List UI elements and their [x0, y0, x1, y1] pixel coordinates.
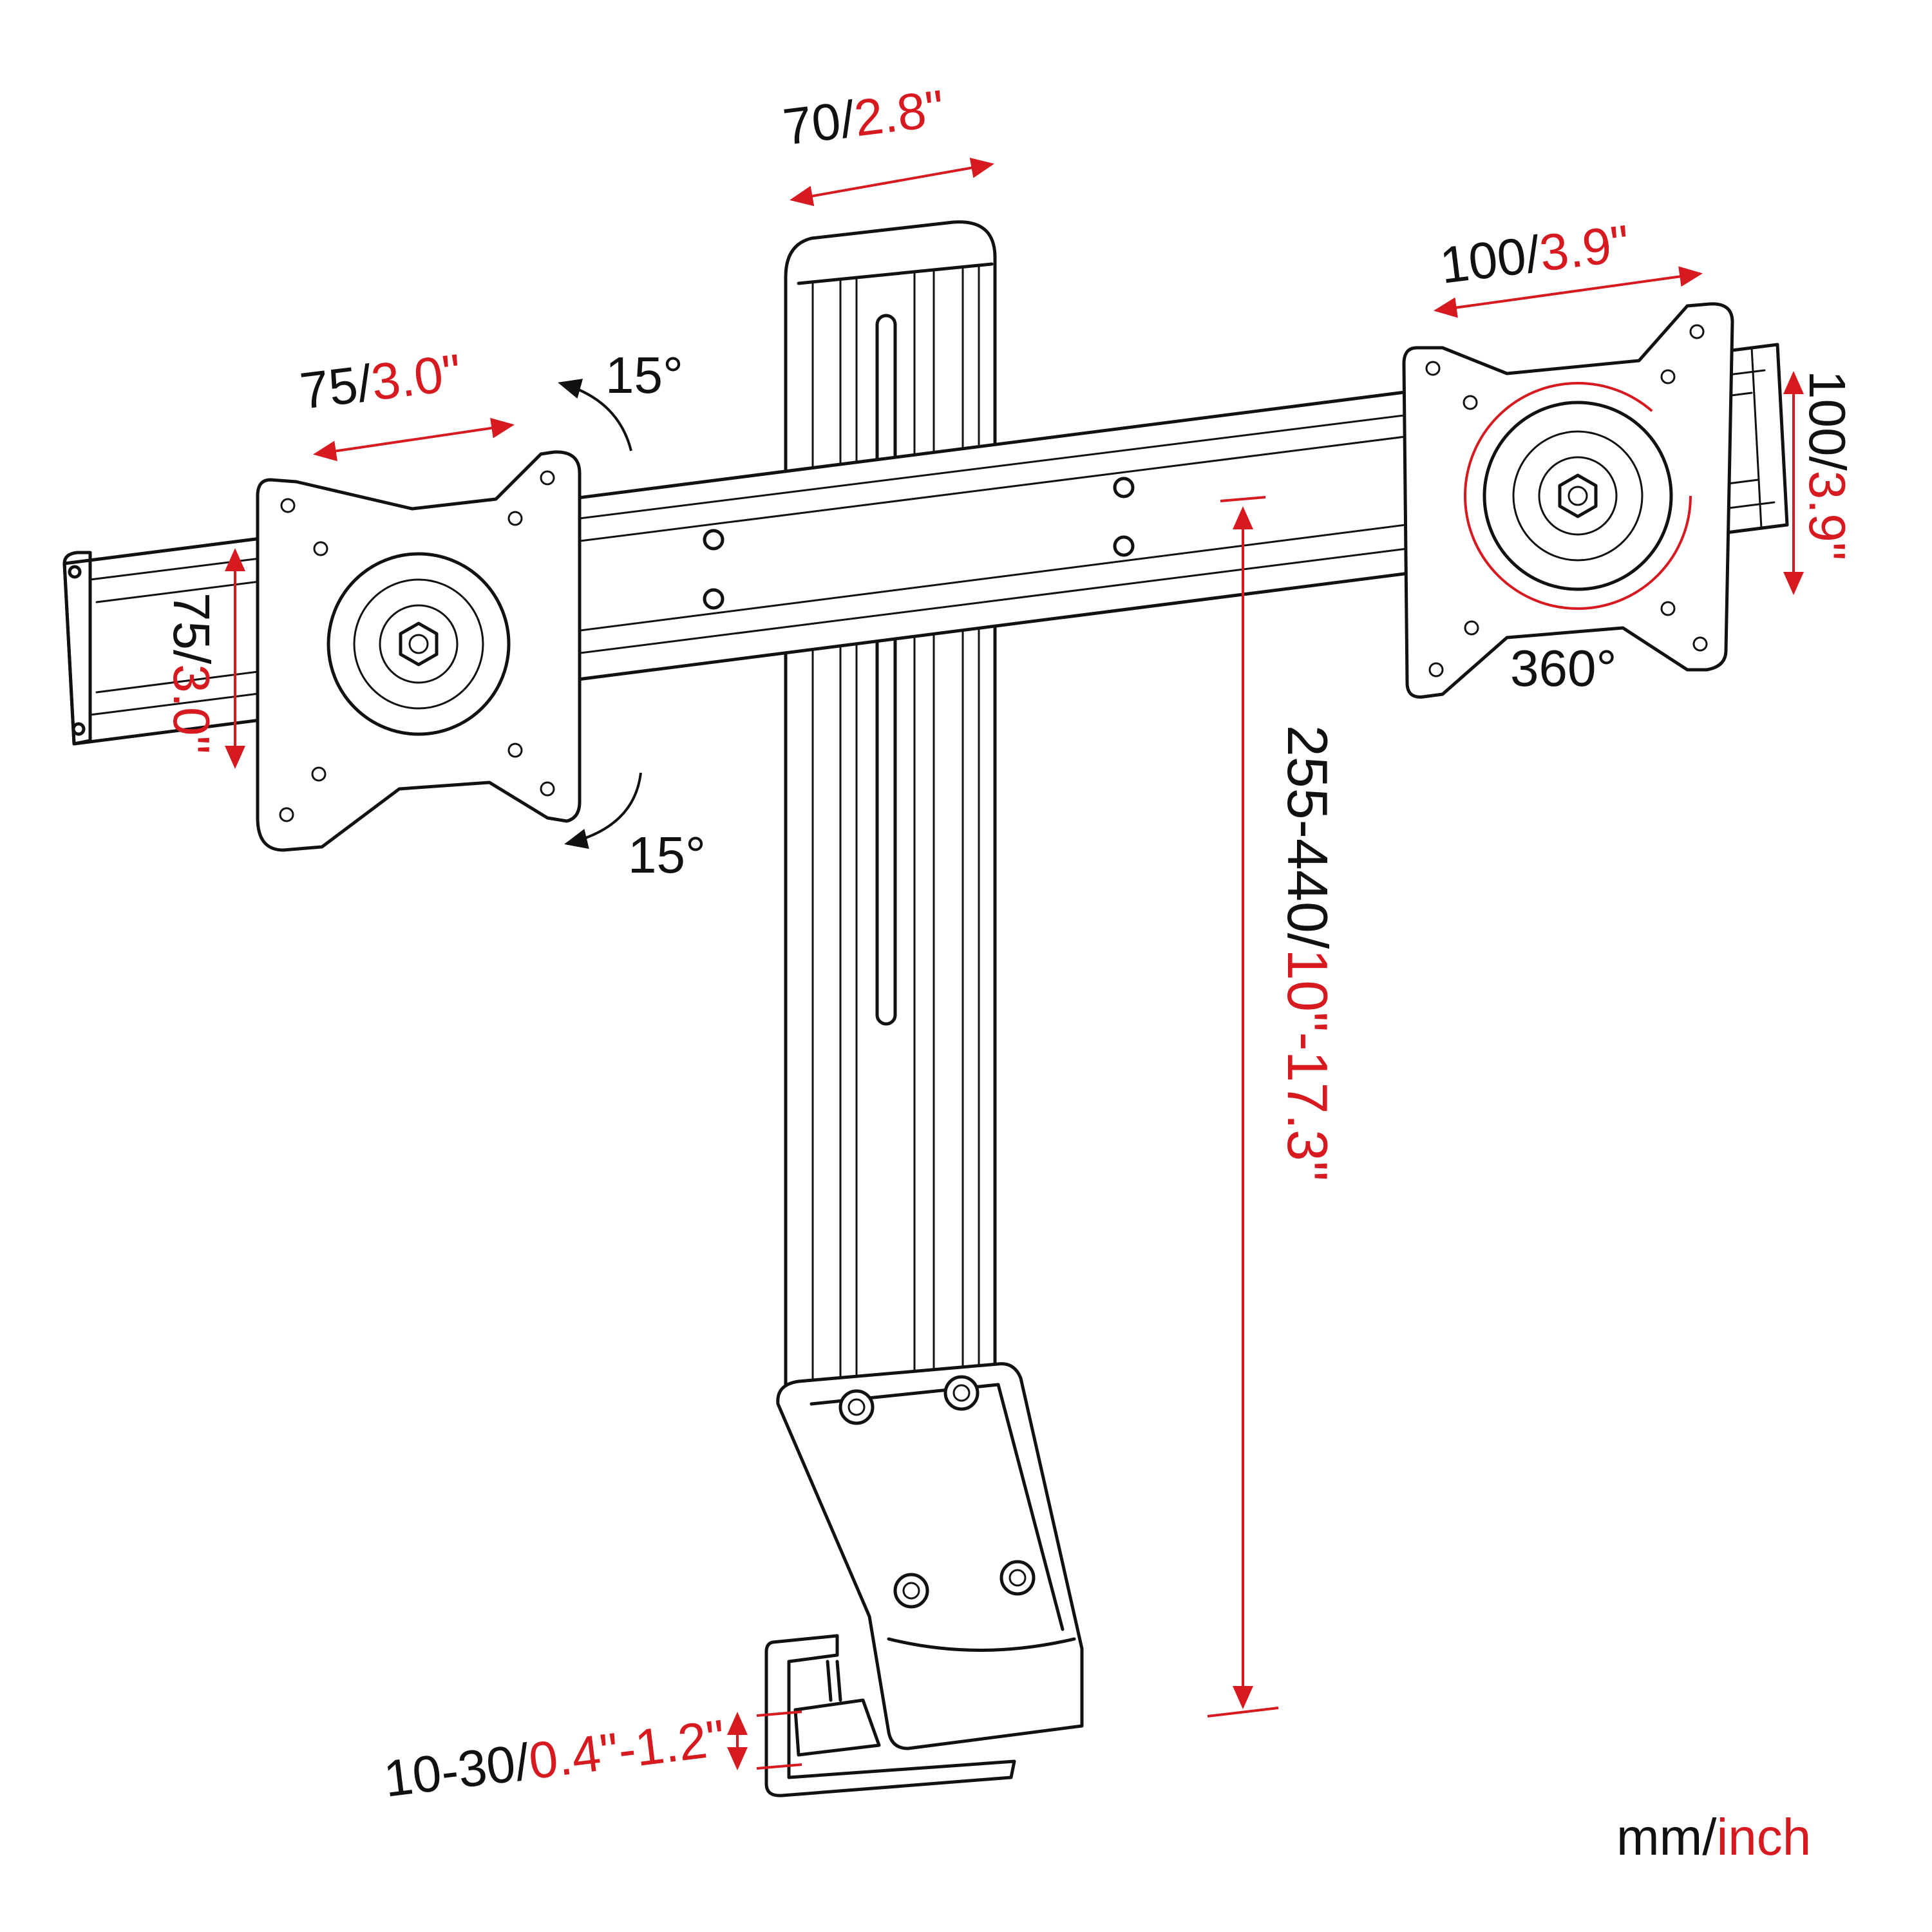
rotation-label: 360°	[1510, 639, 1616, 697]
left-vesa-plate	[256, 450, 582, 852]
right-v-label: 100/3.9"	[1799, 370, 1856, 560]
units-legend: mm/inch	[1616, 1808, 1811, 1866]
tilt-down-label: 15°	[628, 826, 706, 884]
height-label: 255-440/10"-17.3"	[1276, 725, 1340, 1181]
right-vesa-plate	[1402, 302, 1734, 699]
clamp-base	[764, 1362, 1084, 1797]
top-width-label: 70/2.8"	[780, 79, 947, 156]
left-h-line	[313, 417, 515, 462]
top-width-line	[790, 157, 994, 207]
left-h-label: 75/3.0"	[297, 343, 464, 420]
tilt-up-label: 15°	[605, 346, 683, 404]
right-h-line	[1434, 266, 1703, 318]
tilt-down-arrow	[564, 772, 642, 849]
dimension-lines	[225, 157, 1804, 1770]
clamp-label: 10-30/0.4"-1.2"	[381, 1709, 728, 1808]
right-h-label: 100/3.9"	[1437, 214, 1633, 294]
tilt-up-arrow	[558, 379, 632, 451]
left-v-label: 75/3.0"	[163, 592, 220, 754]
pole	[784, 220, 997, 1399]
rotation-arrow	[1464, 382, 1692, 610]
